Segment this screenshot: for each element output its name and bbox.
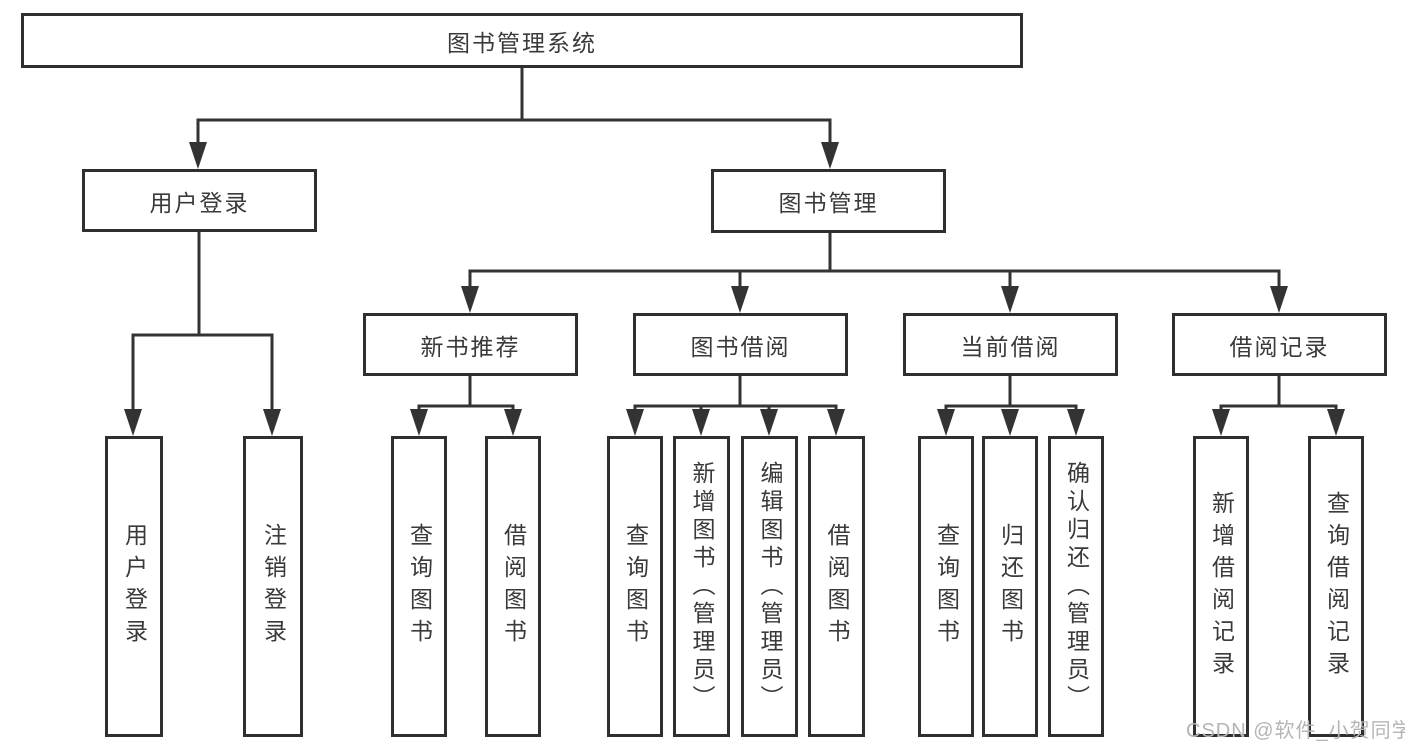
- leaf-record-query-record-label: 查询借阅记录: [1323, 490, 1350, 683]
- leaf-current-return-book: 归还图书: [982, 436, 1038, 737]
- leaf-logout: 注销登录: [243, 436, 303, 737]
- node-book-borrow: 图书借阅: [633, 313, 848, 376]
- node-borrow-record-label: 借阅记录: [1229, 333, 1330, 360]
- leaf-borrow-borrow-book-label: 借阅图书: [824, 522, 850, 651]
- leaf-borrow-query-book-label: 查询图书: [622, 522, 649, 651]
- leaf-current-confirm-return-admin-label: 确认归还（管理员）: [1063, 460, 1090, 713]
- node-current-borrow-label: 当前借阅: [960, 333, 1061, 360]
- leaf-user-login: 用户登录: [105, 436, 163, 737]
- node-book-management-label: 图书管理: [778, 190, 879, 216]
- leaf-borrow-add-book-admin-label: 新增图书（管理员）: [689, 460, 715, 713]
- leaf-newbook-borrow-book-label: 借阅图书: [500, 522, 527, 651]
- leaf-record-query-record: 查询借阅记录: [1308, 436, 1364, 737]
- leaf-borrow-edit-book-admin-label: 编辑图书（管理员）: [757, 460, 783, 713]
- leaf-newbook-query-book-label: 查询图书: [406, 522, 433, 651]
- leaf-logout-label: 注销登录: [260, 522, 287, 651]
- node-new-book-recommend-label: 新书推荐: [420, 333, 521, 360]
- leaf-current-confirm-return-admin: 确认归还（管理员）: [1048, 436, 1104, 737]
- node-root-label: 图书管理系统: [447, 29, 597, 56]
- arrowheads: [124, 142, 1345, 436]
- leaf-borrow-edit-book-admin: 编辑图书（管理员）: [741, 436, 798, 737]
- leaf-current-query-book: 查询图书: [918, 436, 974, 737]
- leaf-newbook-borrow-book: 借阅图书: [485, 436, 541, 737]
- leaf-current-query-book-label: 查询图书: [933, 522, 960, 651]
- node-book-borrow-label: 图书借阅: [690, 333, 791, 360]
- leaf-borrow-borrow-book: 借阅图书: [808, 436, 865, 737]
- node-root: 图书管理系统: [21, 13, 1023, 68]
- leaf-record-add-record: 新增借阅记录: [1193, 436, 1249, 737]
- node-borrow-record: 借阅记录: [1172, 313, 1387, 376]
- leaf-newbook-query-book: 查询图书: [391, 436, 447, 737]
- node-new-book-recommend: 新书推荐: [363, 313, 578, 376]
- node-current-borrow: 当前借阅: [903, 313, 1118, 376]
- node-user-login-label: 用户登录: [149, 189, 250, 216]
- leaf-record-add-record-label: 新增借阅记录: [1208, 490, 1235, 683]
- node-user-login: 用户登录: [82, 169, 317, 232]
- watermark-text: CSDN @软件_小贺同学: [1186, 720, 1405, 742]
- leaf-borrow-add-book-admin: 新增图书（管理员）: [673, 436, 730, 737]
- leaf-borrow-query-book: 查询图书: [607, 436, 663, 737]
- node-book-management: 图书管理: [711, 169, 946, 233]
- leaf-user-login-label: 用户登录: [121, 522, 148, 651]
- leaf-current-return-book-label: 归还图书: [997, 522, 1024, 651]
